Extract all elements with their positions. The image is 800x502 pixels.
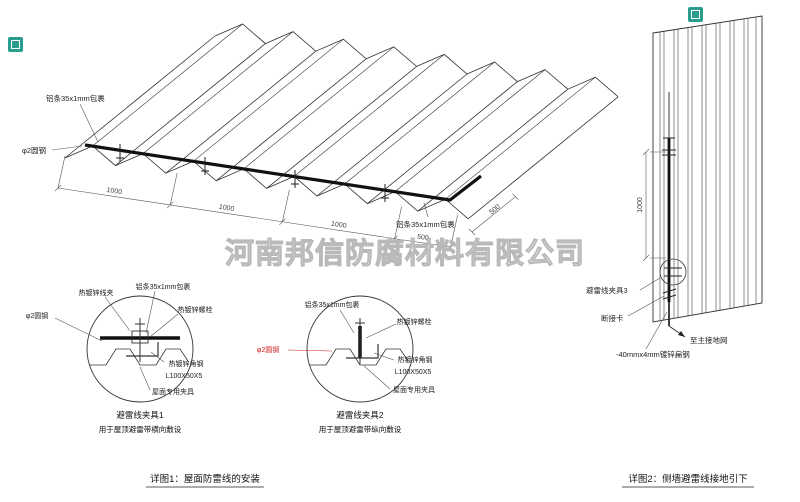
dim-1000-b: 1000 (218, 204, 235, 213)
wall-label-disconnect: 断接卡 (601, 313, 624, 323)
detail1-subtitle: 用于屋顶避雷带横向敷设 (99, 424, 182, 434)
detail2-label-angle-steel: 热镀锌角钢 (398, 355, 433, 364)
dim-line-bottom (57, 187, 451, 248)
detail2-label-round-steel: φ2圆钢 (257, 345, 279, 354)
detail1-label-al-strip: 铝条35x1mm包裹 (136, 282, 191, 291)
detail1-angle-steel (126, 342, 159, 357)
caption-detail1: 详图1：屋面防雷线的安装 (150, 473, 260, 485)
roof-isometric-drawing (64, 23, 619, 220)
detail2-roof-profile (310, 348, 409, 366)
detail2-leader-round-steel (287, 349, 333, 352)
company-watermark: 河南邦信防腐材料有限公司 (225, 237, 585, 270)
watermark-badge-left (8, 37, 23, 52)
detail1-label-bolt: 热镀锌螺栓 (178, 305, 213, 314)
detail2-circle (306, 295, 414, 403)
label-round-steel-main: φ2圆钢 (22, 145, 46, 155)
roof-ribs-base (64, 35, 619, 220)
wall-disconnect-card (662, 288, 677, 300)
detail2-leaders (339, 309, 397, 390)
wall-outline (652, 15, 763, 323)
wall-ribs (659, 16, 757, 321)
detail1-circle (86, 295, 194, 403)
wall-label-clamp3: 避雷线夹具3 (586, 285, 628, 295)
wall-clamp-marks-bottom (664, 267, 682, 277)
lightning-wire (84, 143, 482, 202)
wire-clamps (116, 144, 389, 202)
leader-round-steel (51, 145, 83, 151)
watermark-badge-right (688, 7, 703, 22)
leader-al-strip-top (79, 103, 99, 143)
dim-1000-a: 1000 (106, 187, 123, 196)
dim-500-a: 500 (417, 234, 430, 243)
caption-detail2: 详图2：侧墙避雷线接地引下 (628, 473, 747, 485)
wall-clamp-detail-circle (659, 258, 687, 286)
detail2-label-angle-spec: L100X50X5 (395, 369, 432, 376)
wall-ground-arrowhead (678, 331, 685, 337)
dim-line-right (471, 196, 516, 233)
detail1-label-angle-spec: L100X50X5 (166, 373, 203, 380)
wall-label-to-ground: 至主接地网 (690, 335, 728, 345)
detail1-leaders (54, 290, 179, 391)
dim-extension-lines (57, 155, 458, 248)
detail1-roof-profile (90, 348, 189, 366)
detail2-subtitle: 用于屋顶避雷带纵向敷设 (319, 424, 402, 434)
detail2-title: 避雷线夹具2 (336, 410, 384, 420)
dim-500-b: 500 (488, 203, 502, 216)
detail2-label-al-strip: 铝条35x1mm包裹 (305, 300, 360, 309)
label-al-strip-top: 铝条35x1mm包裹 (46, 93, 105, 103)
detail1-label-wire-clip: 热镀锌线夹 (79, 288, 114, 297)
detail1-label-roof-clamp: 屋面专用夹具 (152, 387, 194, 396)
roof-ribs-peak (92, 23, 596, 200)
label-al-strip-bottom: 铝条35x1mm包裹 (396, 219, 455, 229)
detail2-angle-steel (346, 344, 379, 359)
dim-1000-c: 1000 (330, 221, 347, 230)
wall-leaders (627, 277, 668, 350)
detail2-bolt (355, 318, 365, 364)
wall-dim-1000: 1000 (637, 197, 644, 213)
detail-circle-1 (54, 290, 194, 403)
detail1-label-angle-steel: 热镀锌角钢 (169, 359, 204, 368)
detail1-bolt (135, 318, 145, 362)
wall-clamp-marks-top (662, 149, 676, 156)
detail1-title: 避雷线夹具1 (116, 410, 164, 420)
leader-al-strip-bottom (423, 202, 429, 218)
detail2-label-bolt: 热镀锌螺栓 (397, 317, 432, 326)
wall-label-flat-steel: -40mmx4mm镀锌扁钢 (616, 349, 690, 359)
dim-ticks-right (468, 193, 519, 236)
wall-drawing (627, 15, 763, 350)
detail-circle-2 (287, 295, 414, 403)
wall-dim-line (642, 148, 666, 262)
roof-far-edge (214, 23, 619, 98)
detail2-label-roof-clamp: 屋面专用夹具 (393, 385, 435, 394)
detail1-label-round-steel: φ2圆钢 (26, 311, 48, 320)
roof-dimension-lines (54, 155, 519, 251)
